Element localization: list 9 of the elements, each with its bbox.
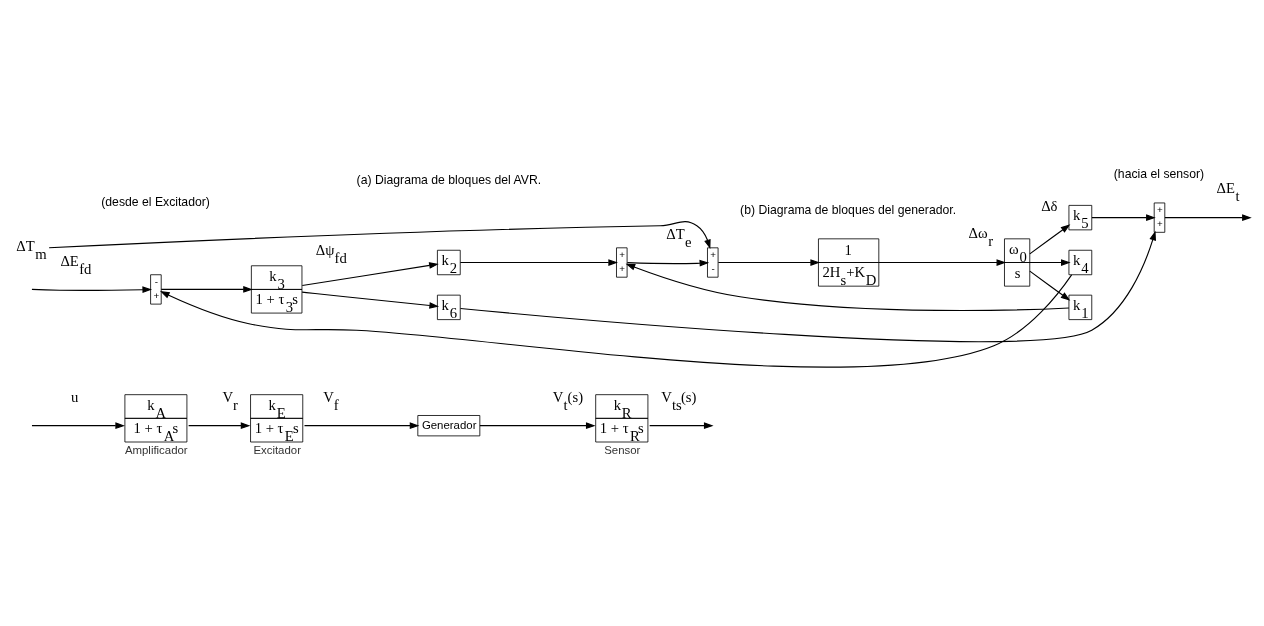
label: (b) Diagrama de bloques del generador.	[740, 202, 957, 217]
node-label: Excitador	[253, 443, 301, 456]
node-label: Amplificador	[124, 443, 188, 456]
edge-label: Δδ	[1041, 197, 1058, 214]
edge-label: u	[71, 388, 79, 405]
label: (a) Diagrama de bloques del AVR.	[356, 172, 542, 187]
node-label: Sensor	[604, 443, 641, 456]
label: (hacia el sensor)	[1113, 166, 1205, 181]
label: (desde el Excitador)	[101, 194, 210, 209]
